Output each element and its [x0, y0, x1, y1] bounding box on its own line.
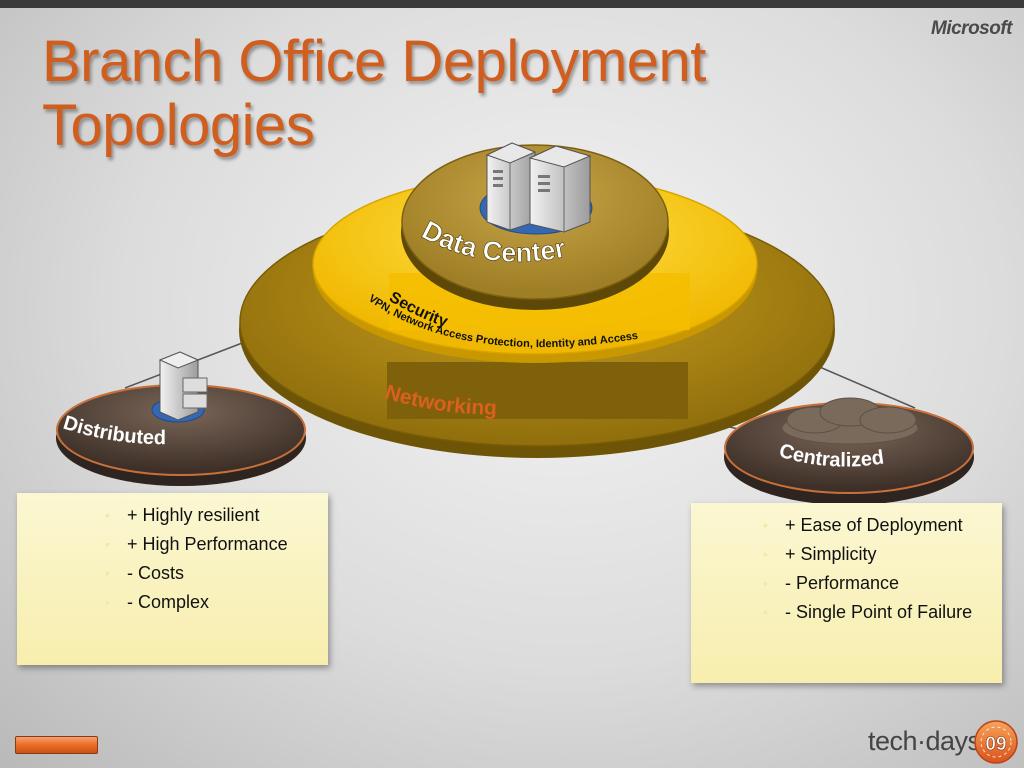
list-item-text: + Ease of Deployment [785, 515, 963, 535]
server-rack-icon [485, 142, 537, 231]
list-item-text: - Costs [127, 563, 185, 583]
cloud-icon [781, 397, 919, 445]
techdays-wordmark: tech·days [868, 726, 981, 756]
connector-line-right [814, 364, 916, 409]
list-item: • + Simplicity [763, 540, 972, 569]
bullet-icon: • [105, 507, 110, 523]
centralized-points-list: • + Ease of Deployment • + Simplicity • - P… [763, 511, 972, 627]
slide-title: Branch Office Deployment Topologies [42, 30, 842, 158]
distributed-points-list: •+ Highly resilient •+ High Performance … [105, 501, 288, 617]
slide-progress-bar [15, 736, 98, 754]
networking-label-panel [387, 362, 688, 419]
bullet-icon: • [105, 536, 110, 552]
list-item: • + Highly resilient [105, 501, 288, 530]
top-bar [0, 0, 1024, 8]
list-item-text: + Highly resilient [127, 505, 260, 525]
bullet-icon: • [105, 565, 110, 581]
branch-server-icon [158, 351, 208, 421]
distributed-points-box: •+ Highly resilient •+ High Performance … [17, 493, 328, 665]
list-item: • - Performance [763, 569, 972, 598]
list-item: • - Costs [105, 559, 288, 588]
title-line-2: Topologies [42, 93, 315, 158]
list-item: • - Single Point of Failure [763, 598, 972, 627]
title-line-1: Branch Office Deployment [42, 29, 706, 94]
list-item: • + Ease of Deployment [763, 511, 972, 540]
centralized-points-box: • + Ease of Deployment • + Simplicity • - P… [691, 503, 1002, 683]
badge-year-text: 09 [985, 734, 1006, 755]
techdays-09-badge-icon: 09 [974, 720, 1018, 764]
bullet-icon: • [763, 546, 768, 562]
list-item-text: + Simplicity [785, 544, 877, 564]
microsoft-logo: Microsoft [931, 18, 1013, 39]
list-item-text: - Single Point of Failure [785, 602, 973, 622]
bullet-icon: • [763, 604, 768, 620]
list-item-text: - Complex [127, 592, 210, 612]
bullet-icon: • [105, 594, 110, 610]
list-item: • + High Performance [105, 530, 288, 559]
server-rack-icon-2 [528, 145, 592, 233]
list-item: • - Complex [105, 588, 288, 617]
list-item-text: - Performance [785, 573, 900, 593]
bullet-icon: • [763, 575, 768, 591]
bullet-icon: • [763, 517, 768, 533]
list-item-text: + High Performance [127, 534, 288, 554]
